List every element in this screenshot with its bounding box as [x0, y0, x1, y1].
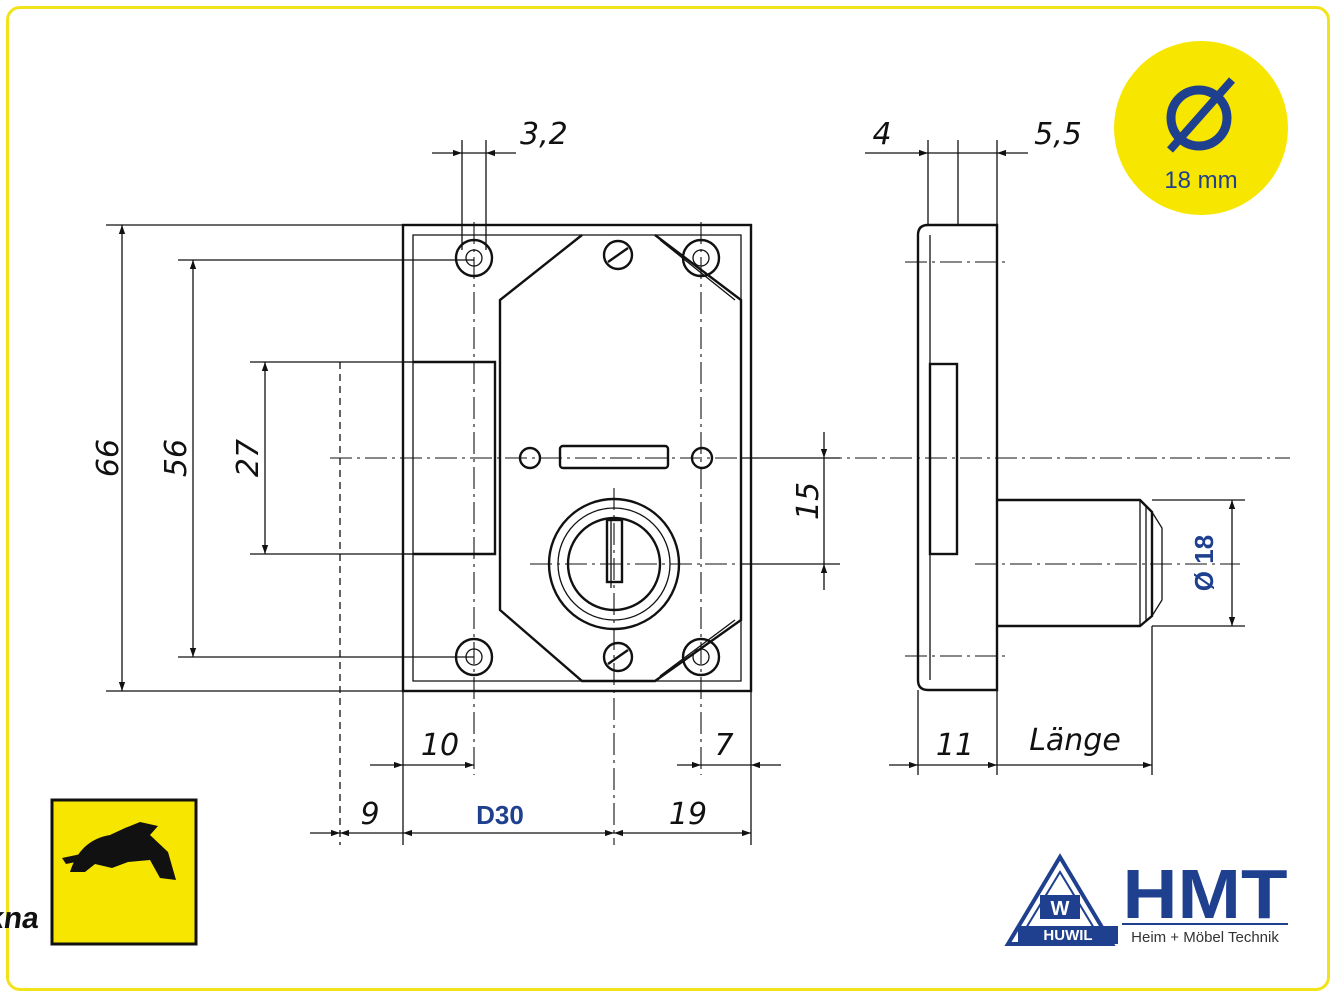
dim-3-2: 3,2	[520, 117, 568, 152]
side-dimension-lines	[865, 149, 1236, 769]
dim-7: 7	[714, 728, 733, 763]
diameter-badge: 18 mm	[1114, 41, 1288, 215]
diameter-label: Ø 18	[1189, 535, 1219, 591]
screw	[602, 239, 634, 271]
hekna-text: Hekna	[0, 902, 41, 935]
dim-5-5: 5,5	[1034, 117, 1082, 152]
dimension-lines	[118, 149, 828, 837]
diameter-icon	[1166, 85, 1232, 151]
hmt-logo: HMT Heim + Möbel Technik	[1122, 855, 1288, 946]
hekna-logo: Hekna	[0, 798, 198, 946]
bolt-slot	[558, 444, 670, 470]
page-frame	[6, 6, 1330, 991]
dim-laenge: Länge	[1029, 723, 1121, 758]
dim-66: 66	[91, 439, 126, 477]
side-cylinder	[997, 498, 1154, 628]
badge-text: 18 mm	[1164, 167, 1237, 194]
side-view	[905, 140, 1245, 775]
dim-15: 15	[791, 482, 826, 520]
side-bolt	[928, 362, 959, 556]
hmt-text: HMT	[1123, 855, 1288, 933]
side-body	[916, 223, 999, 692]
cover-plate	[498, 234, 743, 683]
huwil-text: HUWIL	[1043, 927, 1092, 944]
huwil-logo: W HUWIL	[1004, 853, 1118, 946]
dim-9: 9	[360, 797, 379, 832]
backset-label: D30	[476, 800, 524, 830]
screw	[602, 641, 634, 673]
dim-27: 27	[231, 439, 266, 477]
dim-4: 4	[872, 117, 891, 152]
dim-56: 56	[159, 439, 194, 477]
wolf-head-icon	[70, 822, 176, 880]
bolt	[413, 360, 497, 556]
dim-10: 10	[421, 728, 459, 763]
dim-11: 11	[936, 728, 974, 763]
huwil-w: W	[1051, 898, 1070, 920]
hmt-subtitle: Heim + Möbel Technik	[1131, 929, 1279, 946]
dim-19: 19	[669, 797, 707, 832]
